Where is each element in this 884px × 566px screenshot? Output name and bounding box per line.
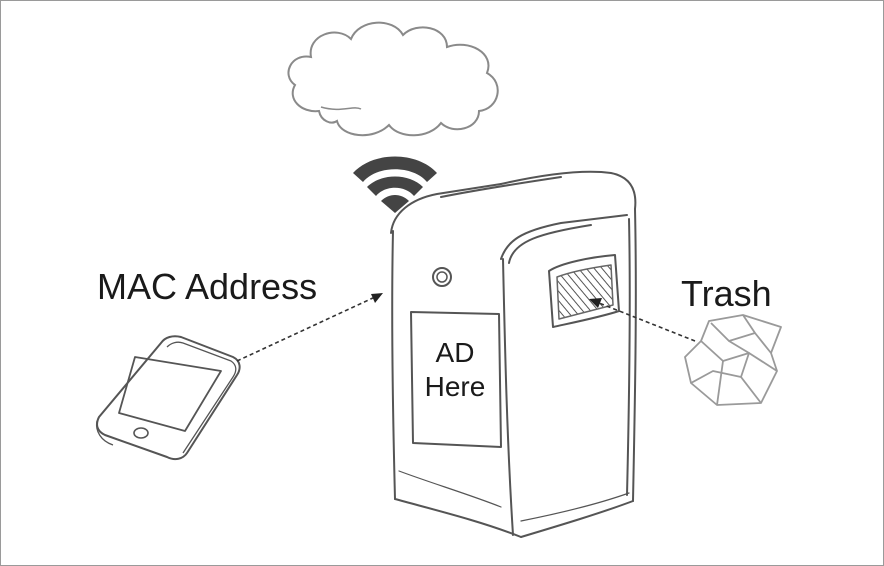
ad-label-line1: AD — [435, 337, 475, 368]
trash-arrow — [589, 298, 696, 342]
ad-panel-text: AD Here — [411, 336, 499, 404]
trash-label: Trash — [681, 273, 772, 314]
cloud-icon — [287, 21, 499, 137]
crumpled-paper-icon — [684, 314, 782, 406]
mac-address-arrow — [236, 293, 383, 362]
wifi-icon — [353, 156, 437, 213]
ad-label-line2: Here — [424, 371, 486, 402]
mac-address-label: MAC Address — [97, 266, 318, 307]
smartphone-icon — [95, 335, 241, 461]
